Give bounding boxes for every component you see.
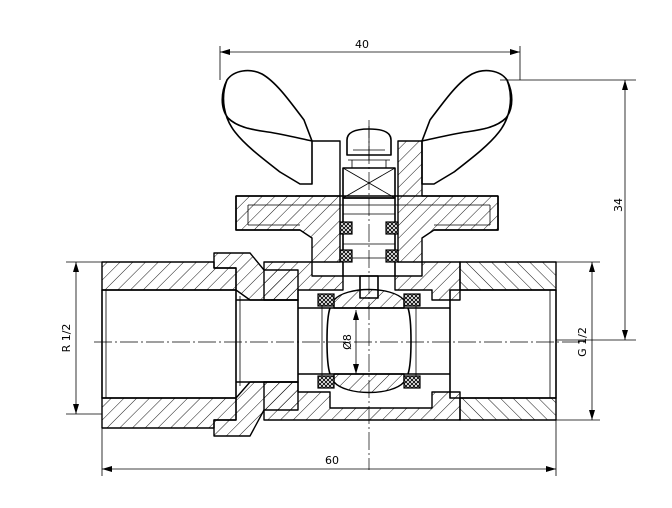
dimension-total-length: 60	[101, 420, 557, 476]
dimension-top-width: 40	[219, 38, 521, 80]
height-label: 34	[612, 198, 625, 212]
valve-body-section	[101, 252, 557, 437]
dimension-height: 34	[500, 79, 636, 341]
right-thread-label: G 1/2	[576, 327, 589, 357]
dimension-left-thread: R 1/2	[60, 261, 102, 415]
total-length-label: 60	[325, 454, 339, 467]
dimension-right-thread: G 1/2	[556, 261, 600, 421]
bore-label: Ø8	[341, 334, 354, 350]
butterfly-handle	[221, 69, 513, 263]
top-width-label: 40	[355, 38, 369, 51]
left-thread-label: R 1/2	[60, 324, 73, 353]
dimension-bore: Ø8	[341, 310, 359, 374]
center-lines	[94, 120, 588, 470]
